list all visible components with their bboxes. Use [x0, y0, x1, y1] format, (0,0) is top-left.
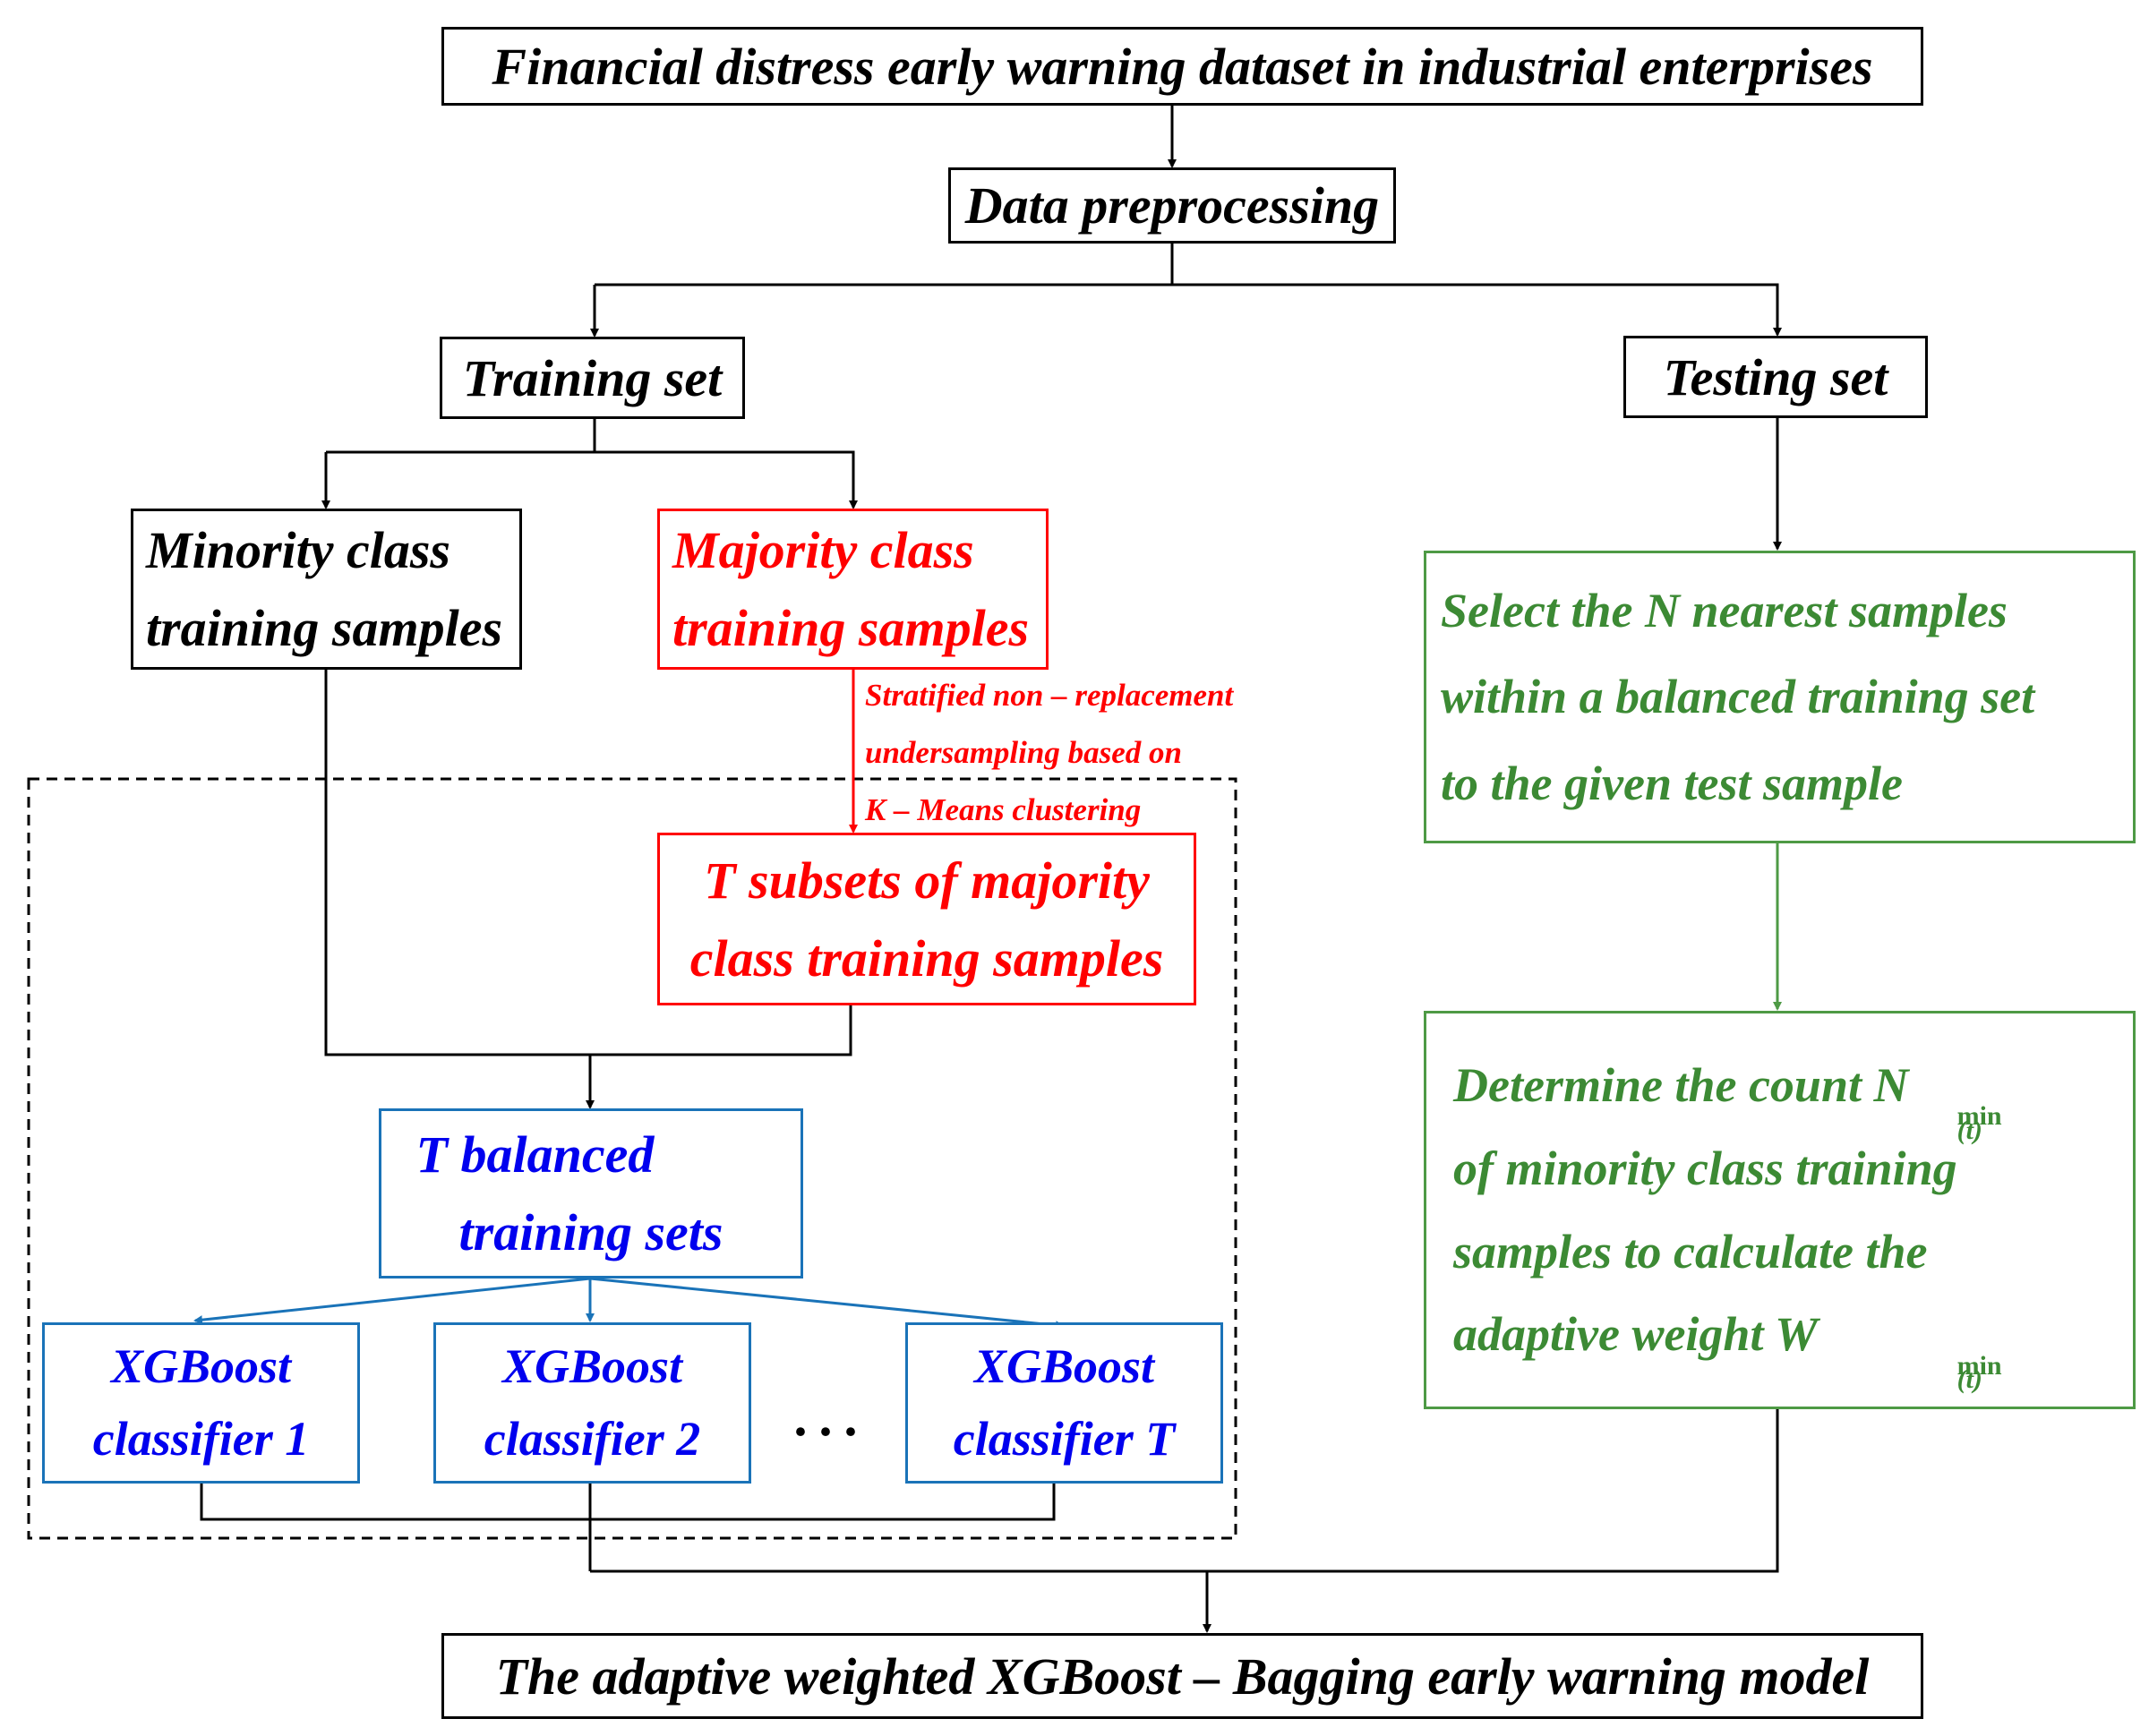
collect-classifiers: [200, 1484, 1056, 1521]
n-min-subscript: min: [1956, 1101, 2002, 1132]
t-subsets-box: T subsets of majority class training sam…: [657, 833, 1196, 1005]
n-min-superscript: (t): [1956, 1115, 1982, 1145]
w-min-superscript: (t): [1956, 1364, 1982, 1395]
xgb2-line2: classifier 2: [484, 1412, 701, 1466]
determine-line4-text: adaptive weight W: [1453, 1307, 1819, 1362]
select-line3: to the given test sample: [1441, 756, 1903, 810]
split-preprocessing: [595, 243, 1174, 286]
xgb1-line2: classifier 1: [92, 1412, 310, 1466]
determine-count-box: Determine the count N(t)min of minority …: [1424, 1011, 2136, 1409]
xgb2-line1: XGBoost: [501, 1339, 683, 1393]
arrow-to-majority: [595, 450, 858, 509]
testing-set-box: Testing set: [1623, 336, 1928, 418]
minority-label-line2: training samples: [146, 599, 503, 657]
t-balanced-box: T balanced training sets: [379, 1108, 803, 1278]
training-set-label: Training set: [462, 348, 723, 407]
majority-box: Majority class training samples: [657, 509, 1049, 670]
xgb-classifier-2-box: XGBoost classifier 2: [433, 1322, 751, 1484]
select-line2: within a balanced training set: [1441, 670, 2035, 724]
ensemble-dashed-region: [27, 777, 1237, 1540]
majority-label-line2: training samples: [672, 599, 1030, 657]
xgb-classifier-1-box: XGBoost classifier 1: [42, 1322, 360, 1484]
dataset-label: Financial distress early warning dataset…: [492, 37, 1873, 96]
preprocessing-box: Data preprocessing: [948, 167, 1396, 244]
xgb1-line1: XGBoost: [110, 1339, 292, 1393]
determine-line4: adaptive weight W (t)min: [1453, 1293, 2002, 1394]
select-line1: Select the N nearest samples: [1441, 584, 2008, 638]
undersampling-line3: K – Means clustering: [865, 792, 1142, 827]
classifier-ellipsis: ···: [792, 1402, 868, 1461]
preprocessing-label: Data preprocessing: [964, 176, 1380, 235]
t-balanced-line2: training sets: [458, 1203, 723, 1261]
undersampling-line2: undersampling based on: [865, 735, 1182, 770]
testing-set-label: Testing set: [1663, 347, 1888, 406]
t-subsets-line1: T subsets of majority: [704, 851, 1150, 910]
merge-to-final: [590, 1408, 1779, 1573]
final-model-label: The adaptive weighted XGBoost – Bagging …: [495, 1646, 1870, 1706]
determine-line3: samples to calculate the: [1453, 1224, 1928, 1278]
t-balanced-line1: T balanced: [415, 1125, 655, 1184]
w-min-subscript: min: [1956, 1350, 2002, 1381]
dataset-box: Financial distress early warning dataset…: [441, 27, 1923, 106]
majority-label-line1: Majority class: [672, 521, 974, 579]
undersampling-edge-label: Stratified non – replacement undersampli…: [865, 667, 1233, 839]
minority-box: Minority class training samples: [131, 509, 522, 670]
select-n-nearest-box: Select the N nearest samples within a ba…: [1424, 551, 2136, 843]
arrow-to-xgb1: [193, 1277, 591, 1325]
determine-line1-text: Determine the count N: [1453, 1057, 1909, 1112]
arrow-to-xgbT: [589, 1277, 1065, 1330]
xgbT-line2: classifier T: [953, 1412, 1176, 1466]
determine-line2: of minority class training: [1453, 1141, 1957, 1195]
xgb-classifier-T-box: XGBoost classifier T: [905, 1322, 1223, 1484]
minority-label-line1: Minority class: [146, 521, 450, 579]
xgbT-line1: XGBoost: [973, 1339, 1155, 1393]
t-subsets-line2: class training samples: [689, 928, 1164, 988]
merge-minority-line: [324, 670, 852, 1056]
undersampling-line1: Stratified non – replacement: [865, 678, 1234, 713]
arrow-to-testing-set: [1172, 283, 1782, 337]
final-model-box: The adaptive weighted XGBoost – Bagging …: [441, 1633, 1923, 1719]
training-set-box: Training set: [440, 337, 745, 419]
split-training-set: [326, 418, 596, 454]
determine-line1: Determine the count N (t)min: [1453, 1044, 2002, 1145]
